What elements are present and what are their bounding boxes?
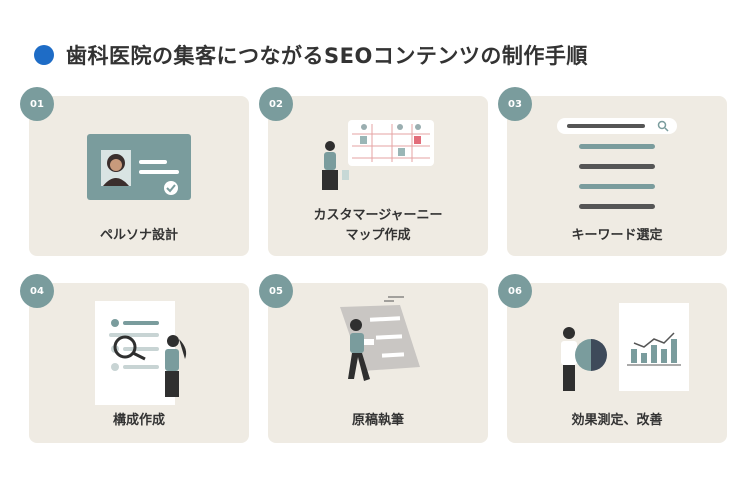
step-label: ペルソナ設計 bbox=[29, 226, 249, 246]
step-number-badge: 01 bbox=[20, 87, 54, 121]
step-card-02: 02 カスタマージャーニー マップ作成 bbox=[268, 96, 488, 256]
step-label: 原稿執筆 bbox=[268, 411, 488, 431]
step-card-03: 03 キーワード選定 bbox=[507, 96, 727, 256]
page-header: 歯科医院の集客につながるSEOコンテンツの制作手順 bbox=[34, 40, 588, 70]
step-number-badge: 05 bbox=[259, 274, 293, 308]
step-label: 効果測定、改善 bbox=[507, 411, 727, 431]
step-card-04: 04 構成作成 bbox=[29, 283, 249, 443]
step-label: キーワード選定 bbox=[507, 226, 727, 246]
step-label-line1: カスタマージャーニー bbox=[268, 206, 488, 226]
step-number-badge: 06 bbox=[498, 274, 532, 308]
step-number-badge: 02 bbox=[259, 87, 293, 121]
step-card-01: 01 ペルソナ設計 bbox=[29, 96, 249, 256]
step-card-05: 05 原稿執筆 bbox=[268, 283, 488, 443]
step-card-06: 06 効果測定、改善 bbox=[507, 283, 727, 443]
title-bullet-icon bbox=[34, 45, 54, 65]
step-number-badge: 03 bbox=[498, 87, 532, 121]
page-title: 歯科医院の集客につながるSEOコンテンツの制作手順 bbox=[66, 40, 588, 70]
step-number-badge: 04 bbox=[20, 274, 54, 308]
step-label-line2: マップ作成 bbox=[268, 226, 488, 246]
step-label: 構成作成 bbox=[29, 411, 249, 431]
